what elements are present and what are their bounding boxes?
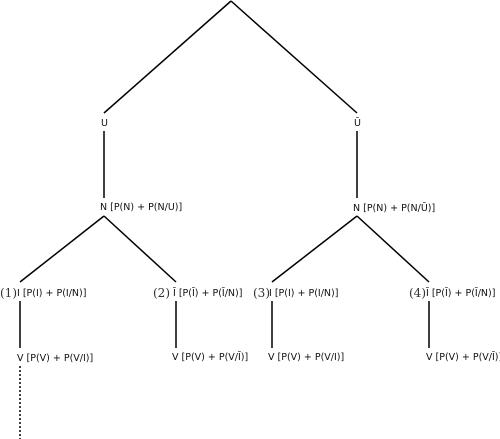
branch-number-1: (1) — [0, 286, 17, 300]
node-i1: I [P(I) + P(I/N)] — [17, 288, 86, 299]
edge-n-right-i4 — [356, 215, 430, 283]
node-v4: V [P(V) + P(V/Ī)] — [426, 352, 500, 363]
node-v2: V [P(V) + P(V/Ī)] — [172, 352, 248, 363]
node-i2: Ī [P(Ī) + P(Ī/N)] — [173, 288, 242, 299]
node-v3: V [P(V) + P(V/I)] — [268, 352, 344, 363]
branch-number-3: (3) — [253, 286, 270, 300]
edge-n-right-i3 — [271, 215, 358, 283]
node-u-right: Ū — [354, 118, 361, 129]
node-u-left: U — [101, 118, 108, 129]
edge-n-left-i2 — [103, 215, 177, 283]
node-i3: I [P(I) + P(I/N)] — [269, 288, 338, 299]
node-i4: Ī [P(Ī) + P(Ī/N)] — [426, 288, 495, 299]
edge-root-u-right — [230, 0, 358, 114]
node-n-right: N [P(N) + P(N/Ū)] — [353, 203, 435, 214]
edge-root-u-left — [103, 0, 232, 114]
branch-number-4: (4) — [409, 286, 426, 300]
node-v1: V [P(V) + P(V/I)] — [17, 353, 93, 364]
edge-n-left-i1 — [19, 215, 105, 283]
node-n-left: N [P(N) + P(N/U)] — [100, 202, 182, 213]
branch-number-2: (2) — [153, 286, 170, 300]
